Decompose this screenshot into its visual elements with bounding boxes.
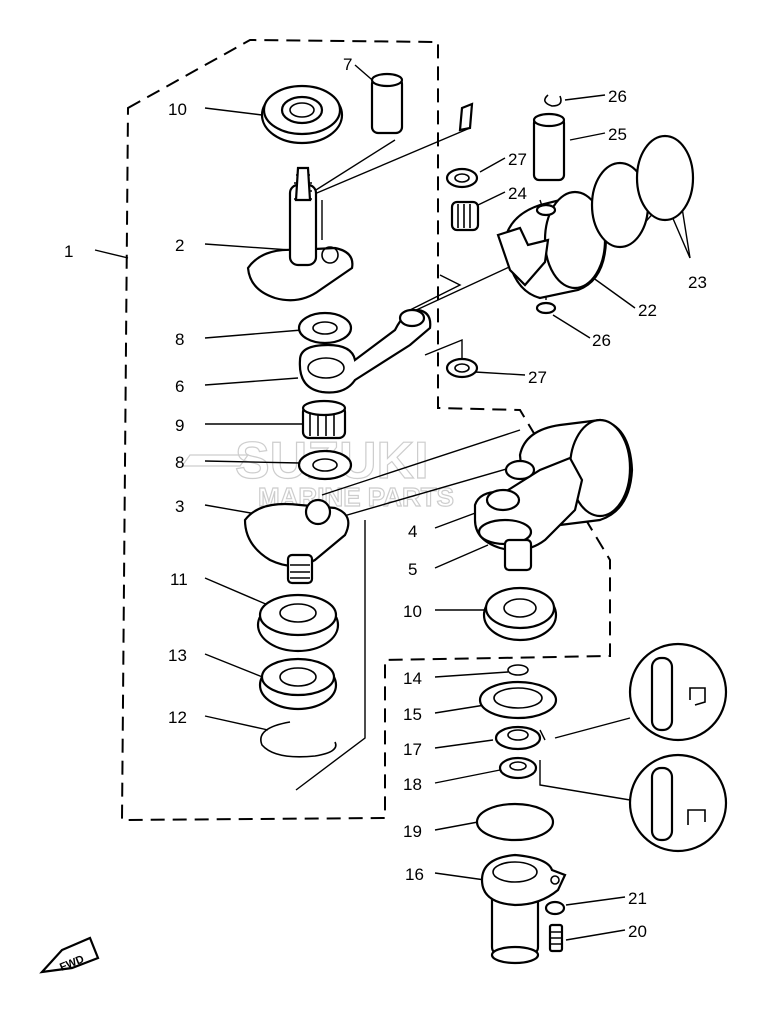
label-9: 9 [175, 416, 184, 435]
label-5: 5 [408, 560, 417, 579]
label-8-upper: 8 [175, 330, 184, 349]
bearing-right [482, 586, 558, 642]
label-18: 18 [403, 775, 422, 794]
label-22: 22 [638, 301, 657, 320]
washer-large [478, 680, 558, 720]
part-labels: 1 2 3 4 5 6 7 8 8 9 10 10 11 12 13 14 15… [64, 55, 707, 941]
label-14: 14 [403, 669, 422, 688]
circlip-mid [535, 203, 557, 217]
key-icon [458, 102, 474, 132]
seal-17 [494, 725, 542, 751]
label-8-lower: 8 [175, 453, 184, 472]
label-24: 24 [508, 184, 527, 203]
label-16: 16 [405, 865, 424, 884]
bolt-20 [548, 923, 564, 953]
detail-circle-lower [628, 753, 728, 853]
label-15: 15 [403, 705, 422, 724]
label-19: 19 [403, 822, 422, 841]
small-needle-bearing [450, 200, 480, 232]
detail-circle-upper [628, 642, 728, 742]
snap-ring [260, 721, 337, 758]
label-13: 13 [168, 646, 187, 665]
watermark-logo-icon [180, 454, 250, 467]
fwd-arrow-icon: FWD [39, 936, 100, 974]
thrust-washer-upper [297, 311, 353, 345]
label-23: 23 [688, 273, 707, 292]
bearing-housing [480, 853, 567, 965]
label-27-upper: 27 [508, 150, 527, 169]
watermark: SUZUKI MARINE PARTS [180, 431, 455, 513]
washer-bottom [445, 357, 479, 379]
lower-crank [243, 498, 350, 585]
connecting-rod [298, 308, 432, 394]
label-11: 11 [170, 570, 188, 589]
upper-crank [246, 166, 354, 302]
label-7: 7 [343, 55, 352, 74]
label-2: 2 [175, 236, 184, 255]
circlip-bottom [535, 301, 557, 315]
label-17: 17 [403, 740, 422, 759]
label-10-upper: 10 [168, 100, 187, 119]
dowel-pin [370, 72, 404, 135]
label-21: 21 [628, 889, 647, 908]
label-10-lower: 10 [403, 602, 422, 621]
needle-bearing [301, 399, 347, 440]
oil-seal [258, 657, 338, 711]
circlip-top [544, 94, 562, 107]
label-26-upper: 26 [608, 87, 627, 106]
washer-top [445, 167, 479, 189]
label-1: 1 [64, 242, 73, 261]
label-3: 3 [175, 497, 184, 516]
label-25: 25 [608, 125, 627, 144]
o-ring-large [475, 802, 555, 842]
piston-rings [590, 134, 695, 249]
label-12: 12 [168, 708, 187, 727]
label-6: 6 [175, 377, 184, 396]
piston-pin [532, 112, 566, 182]
label-20: 20 [628, 922, 647, 941]
bearing-lower [256, 593, 340, 653]
bearing-top [260, 84, 344, 145]
label-4: 4 [408, 522, 417, 541]
piston-rod-assembly [473, 418, 634, 572]
assembly-outline [120, 38, 611, 822]
leader-lines [94, 64, 691, 941]
label-27-lower: 27 [528, 368, 547, 387]
label-26-lower: 26 [592, 331, 611, 350]
washer-21 [544, 900, 566, 916]
o-ring-small [507, 664, 529, 676]
bearing-18 [498, 756, 538, 780]
thrust-washer-lower [297, 449, 353, 481]
